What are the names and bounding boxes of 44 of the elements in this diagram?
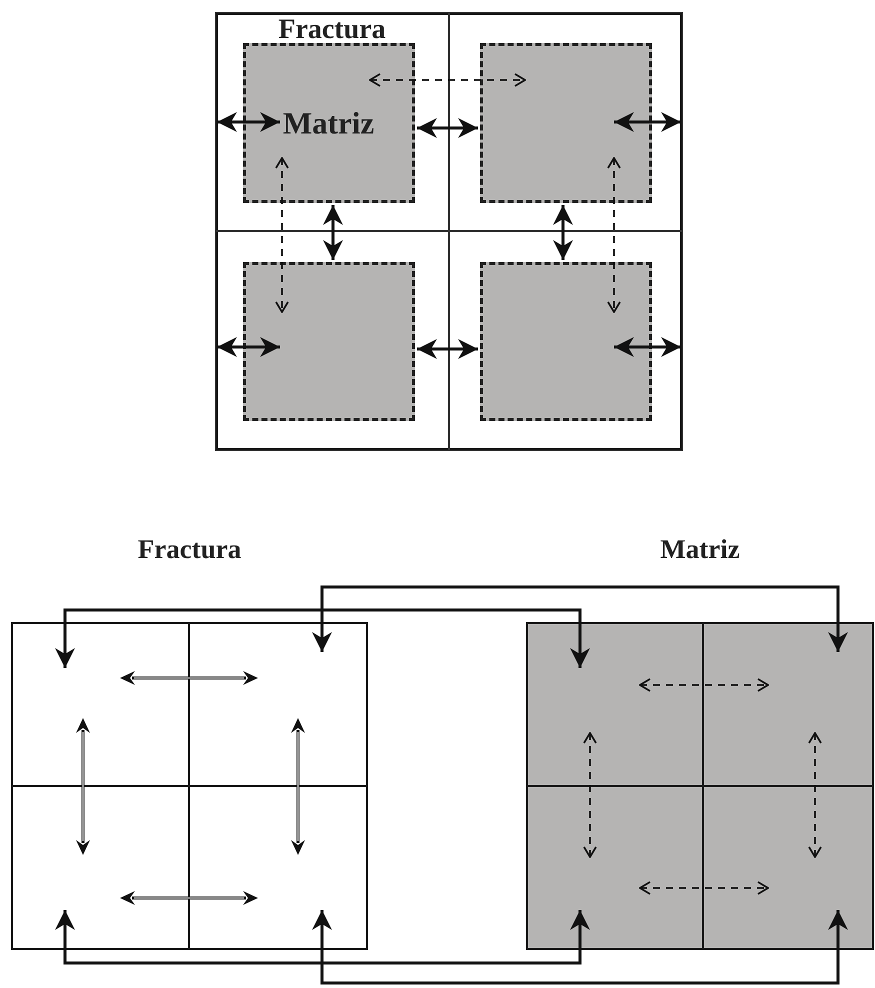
region-label: Matriz bbox=[659, 536, 741, 563]
arrow bbox=[217, 337, 280, 357]
region-label: Fractura bbox=[277, 16, 387, 44]
region-label: Matriz bbox=[282, 107, 376, 138]
dashed-arrow bbox=[607, 157, 621, 313]
arrow bbox=[55, 608, 590, 668]
region-label: Fractura bbox=[136, 536, 242, 563]
matrix-block bbox=[242, 42, 414, 202]
dashed-arrow bbox=[639, 678, 769, 692]
grid-cell bbox=[10, 622, 188, 786]
fracture-cell bbox=[215, 231, 449, 451]
grid-cell bbox=[702, 786, 874, 950]
arrow bbox=[312, 586, 848, 652]
grid-cell bbox=[188, 622, 368, 786]
grid-cell bbox=[526, 786, 702, 950]
double-arrow bbox=[76, 718, 90, 855]
grid-cell bbox=[702, 622, 874, 786]
outer-frame bbox=[215, 12, 683, 451]
grid-cell bbox=[10, 786, 188, 950]
arrow bbox=[55, 910, 590, 964]
arrow bbox=[553, 205, 573, 260]
dashed-arrow bbox=[808, 732, 822, 858]
matrix-block bbox=[480, 42, 652, 202]
matrix-block bbox=[242, 262, 414, 420]
double-arrow bbox=[120, 671, 258, 685]
grid-cell bbox=[188, 786, 368, 950]
double-arrow bbox=[291, 718, 305, 855]
arrow bbox=[217, 112, 280, 132]
dashed-arrow bbox=[639, 881, 769, 895]
fracture-cell bbox=[449, 12, 683, 231]
fracture-cell bbox=[215, 12, 449, 231]
double-arrow bbox=[120, 891, 258, 905]
arrow bbox=[417, 118, 478, 138]
arrow bbox=[417, 339, 478, 359]
grid-cell bbox=[526, 622, 702, 786]
arrow bbox=[614, 337, 681, 357]
arrow bbox=[323, 205, 343, 260]
matrix-block bbox=[480, 262, 652, 420]
fracture-cell bbox=[449, 231, 683, 451]
dashed-arrow bbox=[275, 157, 289, 313]
arrow bbox=[614, 112, 681, 132]
dashed-arrow bbox=[583, 732, 597, 858]
dashed-arrow bbox=[369, 73, 526, 87]
arrow bbox=[312, 910, 848, 984]
